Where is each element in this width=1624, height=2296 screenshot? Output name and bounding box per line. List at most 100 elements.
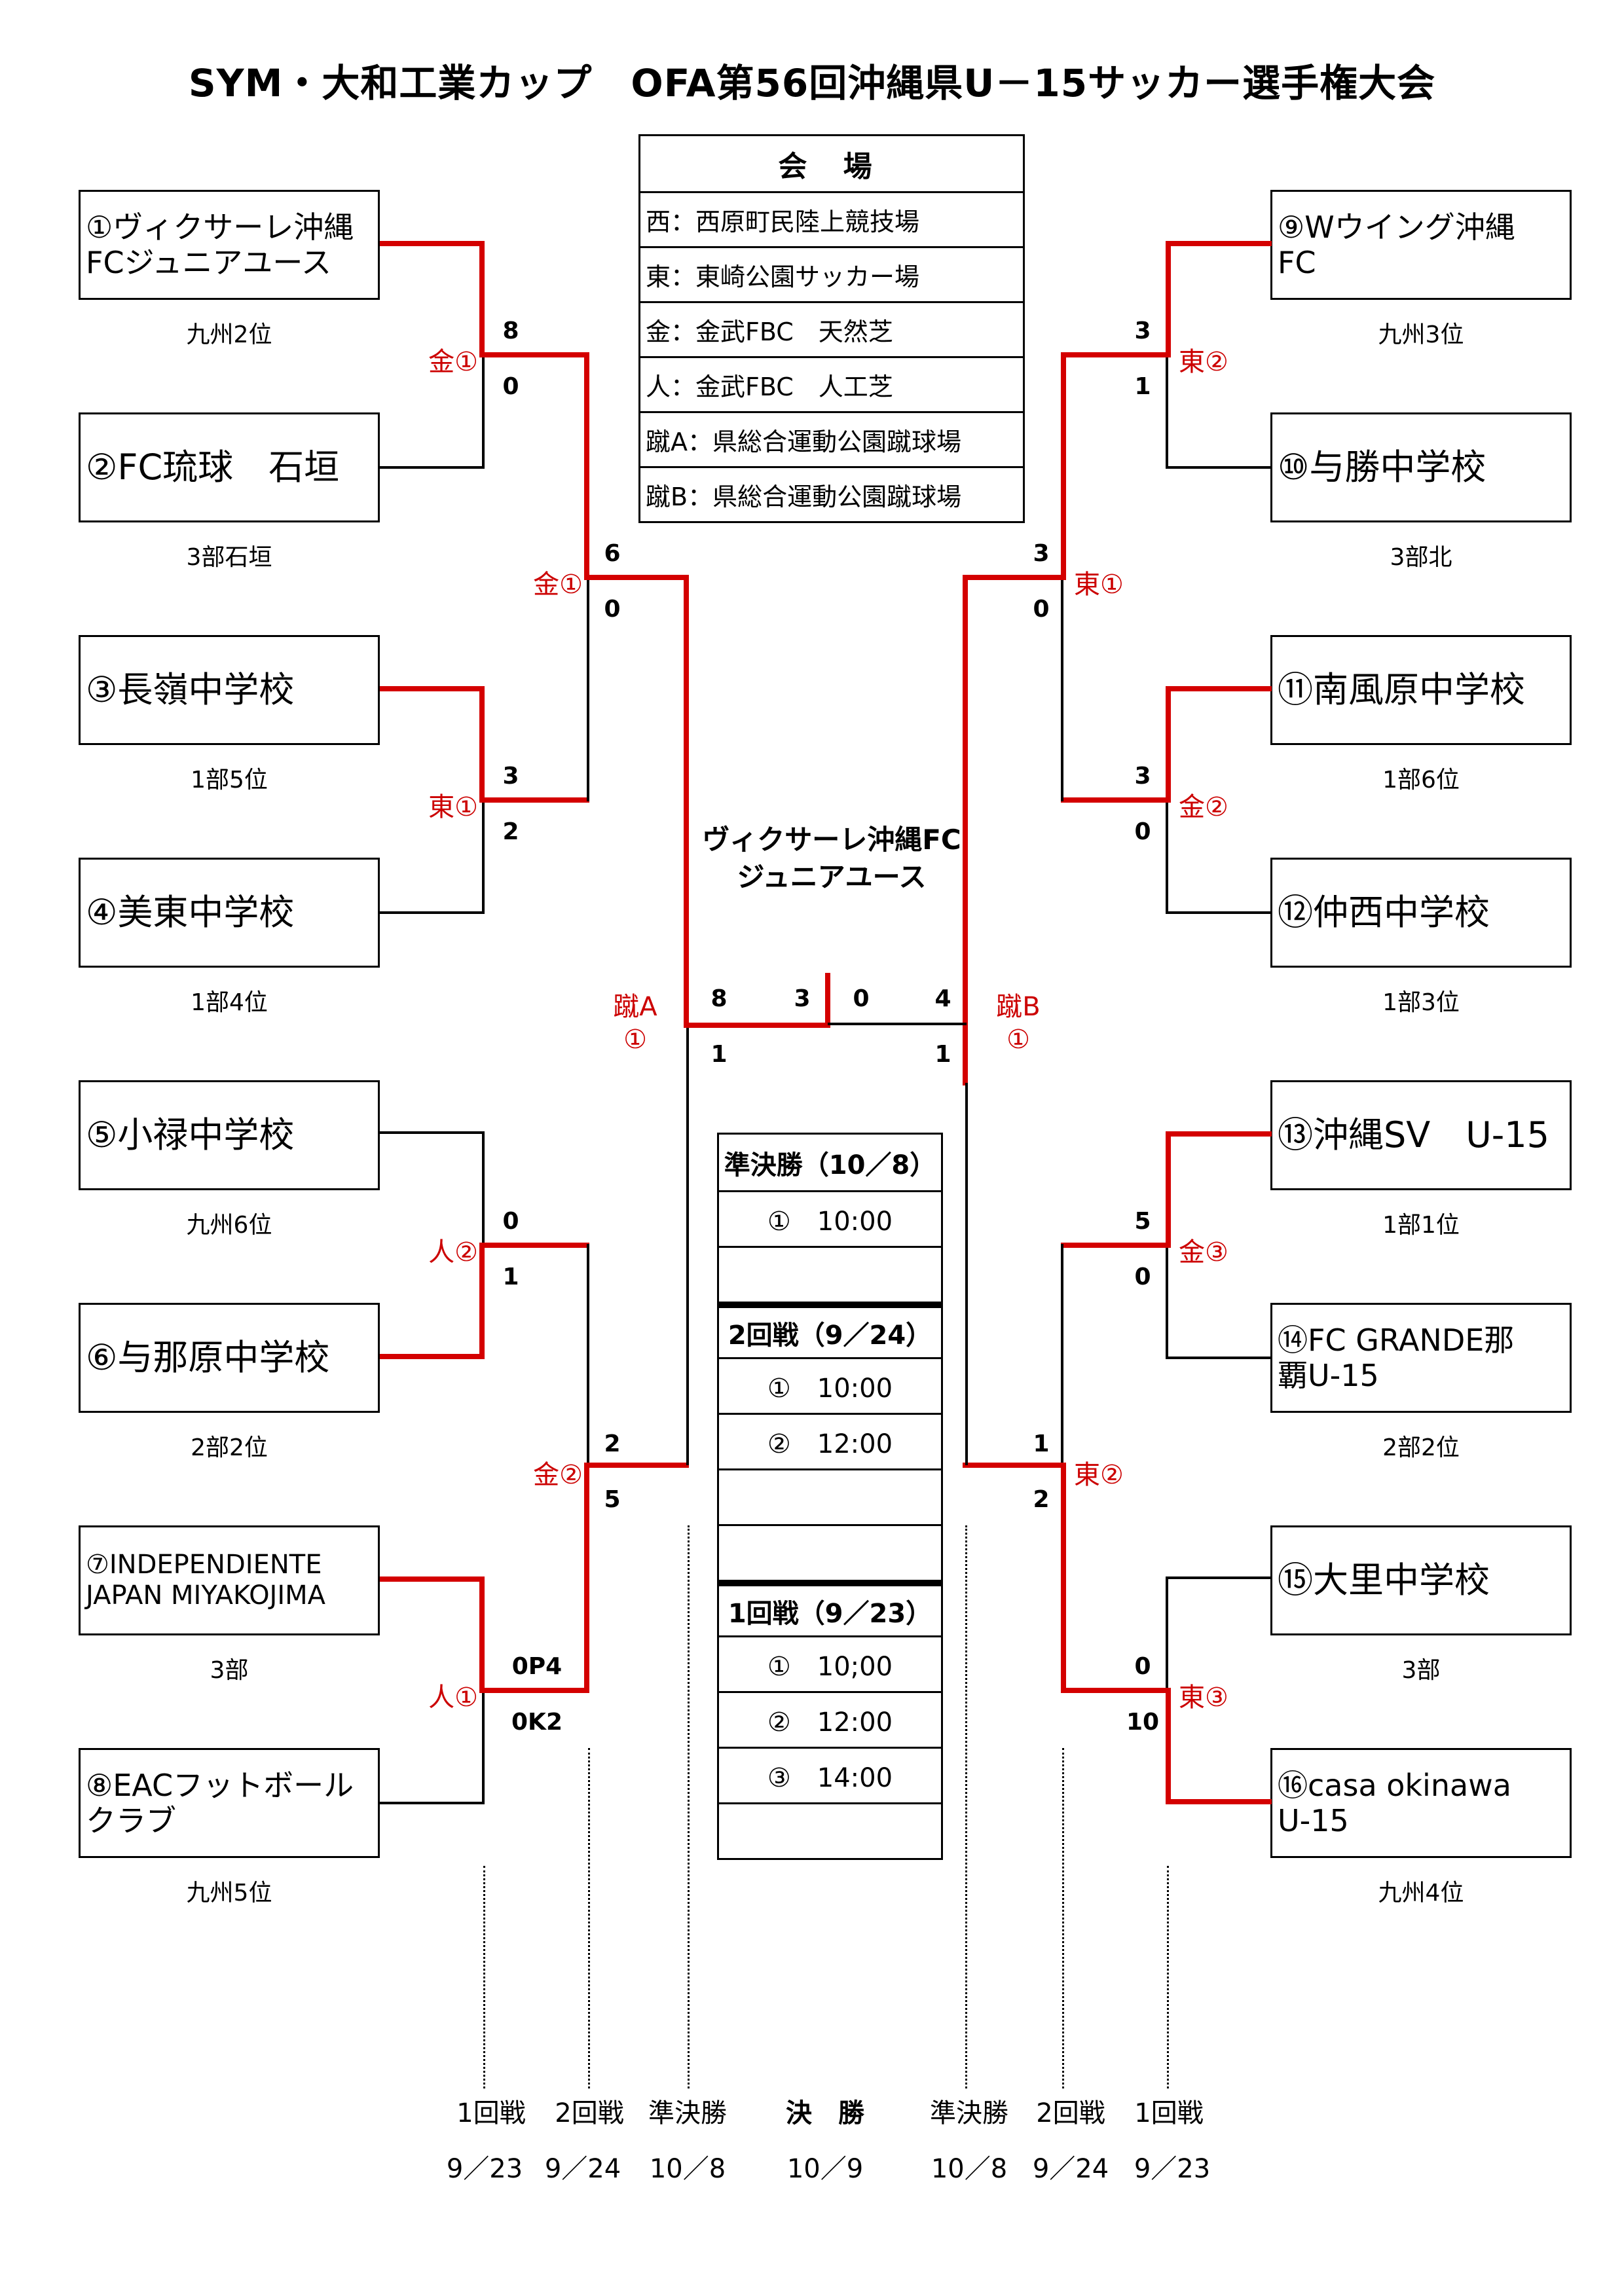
round-label: 1回戦 [456,2098,526,2128]
score: 2 [1033,1486,1050,1513]
score: 1 [1134,373,1151,400]
match-venue: 金② [1179,792,1228,822]
bracket-line [1166,799,1168,914]
bracket-line [1166,1357,1272,1359]
team-name: ⑭FC GRANDE那 覇U-15 [1278,1322,1515,1393]
schedule-slot: ① 10:00 [719,1357,941,1413]
venue-row: 金：金武FBC 天然芝 [640,301,1023,356]
match-venue: 東② [1179,347,1228,377]
bracket-line-win [1166,1688,1171,1804]
team-name: ②FC琉球 石垣 [86,446,340,488]
round-date: 10／8 [649,2154,726,2184]
schedule-table: 準決勝（10／8） ① 10:00 2回戦（9／24） ① 10:00 ② 12… [717,1133,943,1860]
schedule-heading: 準決勝（10／8） [724,1150,936,1180]
score: 6 [604,540,621,567]
team-rank: 2部2位 [1382,1434,1460,1461]
team-rank: 九州6位 [186,1212,272,1239]
venue-row: 西：西原町民陸上競技場 [640,191,1023,246]
bracket-line [587,576,589,801]
bracket-line-win [1061,1688,1171,1693]
score: 3 [1134,318,1151,344]
score: 1 [502,1264,519,1290]
team-rank: 1部4位 [191,989,268,1016]
schedule-slot: ① 10:00 [719,1190,941,1246]
round-guide-line [588,1748,590,2088]
champion-name: ヴィクサーレ沖縄FC ジュニアユース [702,824,961,893]
bracket-line-win [1061,1243,1171,1248]
round-guide-line [483,1866,485,2088]
schedule-slot-empty [719,1468,941,1524]
bracket-line [1166,466,1272,469]
team-name: ⑧EACフットボール クラブ [86,1767,354,1838]
team-name: ③長嶺中学校 [86,669,295,711]
bracket-line-win [1061,1463,1066,1693]
bracket-line [482,799,485,914]
bracket-line-win [1166,241,1272,246]
match-venue: 金① [428,347,478,377]
bracket-line [1166,911,1272,914]
venue-row: 蹴B：県総合運動公園蹴球場 [640,466,1023,521]
round-label: 準決勝 [648,2098,727,2128]
team-rank: 1部6位 [1382,767,1460,793]
score: 0 [604,596,621,623]
team-box-5: ⑤小禄中学校 [79,1080,380,1190]
schedule-slot-empty [719,1246,941,1302]
match-venue: 東② [1074,1460,1124,1490]
bracket-line-win [584,352,589,577]
round-guide-line [1167,1866,1169,2088]
bracket-line-win [1166,1799,1272,1804]
match-venue: 東① [1074,570,1124,600]
match-venue: ① [1006,1025,1030,1055]
team-name: ⑬沖縄SV U-15 [1278,1114,1549,1156]
team-name: ⑪南風原中学校 [1278,669,1525,711]
match-venue: ① [623,1025,647,1055]
match-venue: 金② [533,1460,583,1490]
bracket-line-win [1166,686,1272,691]
bracket-line-win [584,1463,589,1693]
round-date: 10／8 [931,2154,1008,2184]
venue-row: 東：東崎公園サッカー場 [640,246,1023,301]
bracket-line [380,1131,485,1134]
score: 2 [502,818,519,845]
bracket-line [587,1244,589,1467]
bracket-line [686,1025,689,1465]
bracket-line [965,1083,968,1465]
round-label: 2回戦 [1036,2098,1105,2128]
bracket-line-win [380,686,485,691]
score: 2 [604,1430,621,1457]
team-box-3: ③長嶺中学校 [79,635,380,745]
team-box-11: ⑪南風原中学校 [1270,635,1572,745]
team-rank: 九州5位 [186,1880,272,1906]
round-label: 決 勝 [786,2098,864,2128]
score: 0 [502,1208,519,1235]
bracket-line [1166,1244,1168,1359]
score: 1 [934,1041,951,1068]
bracket-line-win [584,575,689,580]
score: 8 [502,318,519,344]
team-name: ⑫仲西中学校 [1278,892,1490,934]
bracket-line-win [479,797,589,803]
team-name: ①ヴィクサーレ沖縄 FCジュニアユース [86,209,354,280]
round-date: 9／24 [1032,2154,1109,2184]
match-venue: 蹴A [613,992,657,1022]
bracket-line [1061,1244,1063,1467]
bracket-line-win [1061,352,1066,577]
venue-table: 会 場 西：西原町民陸上競技場 東：東崎公園サッカー場 金：金武FBC 天然芝 … [638,134,1025,523]
round-date: 9／23 [1134,2154,1211,2184]
round-label: 準決勝 [930,2098,1008,2128]
bracket-line [828,1023,967,1025]
bracket-line-win [479,686,485,800]
bracket-line-win [963,1463,1066,1468]
score: 0 [1134,818,1151,845]
team-box-6: ⑥与那原中学校 [79,1303,380,1413]
team-rank: 3部 [210,1657,249,1684]
team-rank: 2部2位 [191,1434,268,1461]
bracket-line-win [825,973,830,1028]
team-box-8: ⑧EACフットボール クラブ [79,1748,380,1858]
match-venue: 人② [428,1237,478,1267]
match-venue: 金③ [1179,1237,1228,1267]
score: 0K2 [511,1709,563,1736]
bracket-line-win [479,1688,589,1693]
bracket-line [1061,576,1063,801]
round-label: 2回戦 [555,2098,624,2128]
